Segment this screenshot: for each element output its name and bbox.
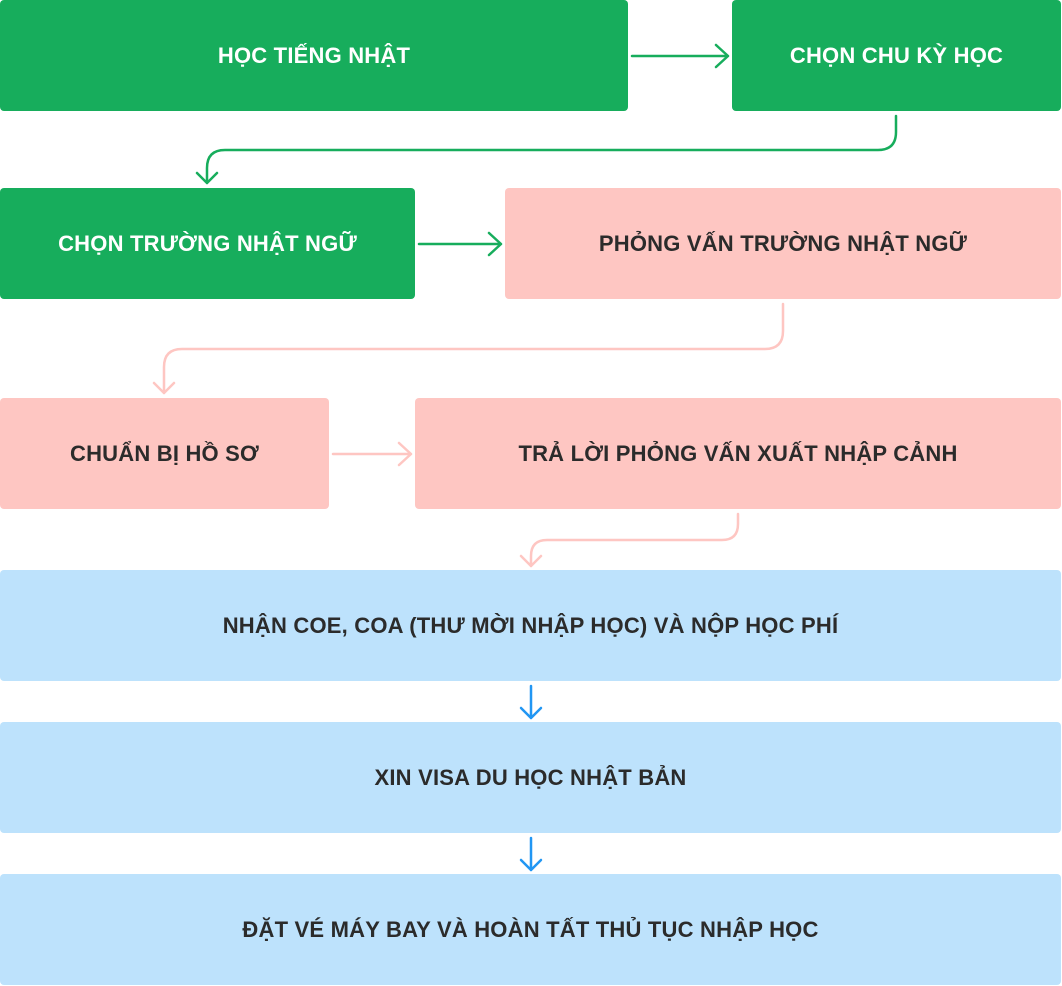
arrow-7-to-8 [519, 684, 543, 720]
step-nhan-coe-coa: NHẬN COE, COA (THƯ MỜI NHẬP HỌC) VÀ NỘP … [0, 570, 1061, 681]
step-phong-van-xuat-nhap-canh: TRẢ LỜI PHỎNG VẤN XUẤT NHẬP CẢNH [415, 398, 1061, 509]
step-dat-ve-may-bay: ĐẶT VÉ MÁY BAY VÀ HOÀN TẤT THỦ TỤC NHẬP … [0, 874, 1061, 985]
arrow-4-to-5 [152, 302, 785, 395]
step-chon-truong-nhat-ngu: CHỌN TRƯỜNG NHẬT NGỮ [0, 188, 415, 299]
arrow-5-to-6 [331, 441, 413, 467]
arrow-2-to-3 [195, 114, 898, 185]
arrow-6-to-7 [519, 512, 740, 568]
step-xin-visa: XIN VISA DU HỌC NHẬT BẢN [0, 722, 1061, 833]
arrow-8-to-9 [519, 836, 543, 872]
arrow-1-to-2 [630, 43, 730, 69]
step-phong-van-truong: PHỎNG VẤN TRƯỜNG NHẬT NGỮ [505, 188, 1061, 299]
step-chon-chu-ky-hoc: CHỌN CHU KỲ HỌC [732, 0, 1061, 111]
arrow-3-to-4 [417, 231, 503, 257]
step-hoc-tieng-nhat: HỌC TIẾNG NHẬT [0, 0, 628, 111]
step-chuan-bi-ho-so: CHUẨN BỊ HỒ SƠ [0, 398, 329, 509]
